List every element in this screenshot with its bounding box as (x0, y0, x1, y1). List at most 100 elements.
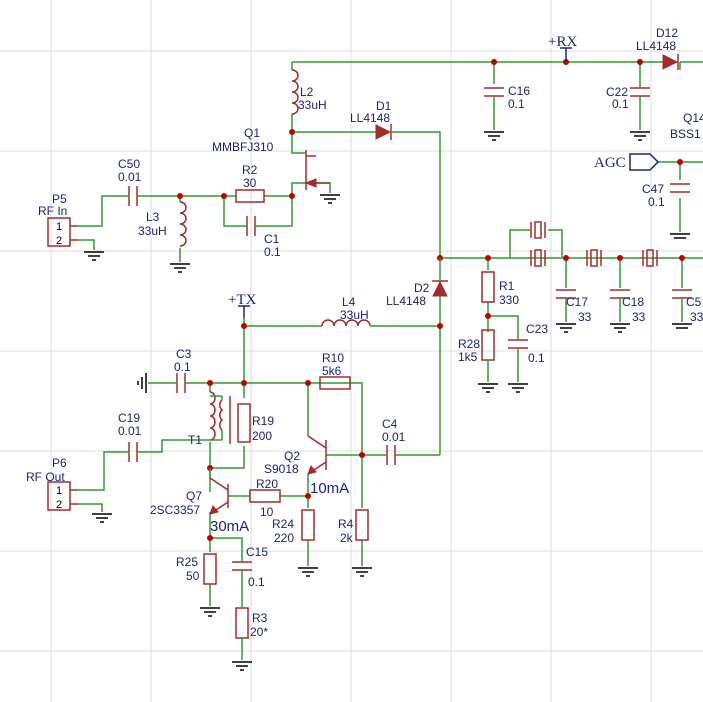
p5-ref: P5 (52, 192, 67, 206)
r20-ref: R20 (256, 477, 278, 491)
c5-ref: C5 (686, 295, 702, 309)
capacitor-c3 (172, 373, 190, 393)
c22-value: 0.1 (612, 97, 629, 111)
ground-p5 (84, 251, 104, 261)
l2-ref: L2 (300, 85, 314, 99)
capacitor-c22 (630, 84, 650, 104)
c15-value: 0.1 (248, 575, 265, 589)
r10-ref: R10 (322, 351, 344, 365)
c3-ref: C3 (176, 347, 192, 361)
filter-crystal-2 (586, 249, 602, 267)
diode-d12 (662, 54, 679, 70)
l2-value: 33uH (298, 98, 327, 112)
capacitor-c4 (382, 445, 400, 465)
q14-value: BSS1 (670, 127, 701, 141)
c17-ref: C17 (566, 295, 588, 309)
inductor-l4 (321, 319, 372, 327)
ground-r3 (232, 661, 252, 671)
capacitor-c50 (124, 186, 142, 206)
c18-value: 33 (632, 310, 646, 324)
net-agc-port (629, 153, 660, 171)
capacitor-c23 (508, 330, 528, 382)
ground-r24 (298, 567, 318, 577)
r19-ref: R19 (252, 414, 274, 428)
p5-name: RF In (38, 204, 67, 218)
resistor-r20 (249, 489, 281, 503)
r20-value: 10 (260, 505, 274, 519)
connector-p6 (47, 481, 78, 511)
net-rx-symbol (560, 47, 572, 62)
r3-value: 20* (250, 625, 268, 639)
r2-value: 30 (243, 176, 257, 190)
r24-value: 220 (274, 531, 294, 545)
q7-ref: Q7 (186, 489, 202, 503)
capacitor-c15 (232, 556, 252, 576)
r10-value: 5k6 (322, 364, 342, 378)
inductor-l2 (291, 69, 299, 115)
ground-c16 (484, 131, 504, 141)
diode-d1 (375, 124, 392, 140)
filter-crystal-1 (530, 249, 546, 267)
r1-ref: R1 (499, 279, 515, 293)
resistor-r4 (355, 509, 369, 541)
d1-value: LL4148 (350, 111, 390, 125)
d12-ref: D12 (656, 26, 678, 40)
q1-value: MMBFJ310 (212, 140, 274, 154)
c17-value: 33 (578, 310, 592, 324)
p6-pin-1: 1 (56, 485, 62, 497)
ground-l3 (170, 263, 190, 273)
c16-ref: C16 (508, 84, 530, 98)
c19-value: 0.01 (118, 424, 142, 438)
r1-value: 330 (499, 293, 519, 307)
transistor-q2 (307, 435, 327, 475)
p5-pin-1: 1 (56, 221, 62, 233)
r19-value: 200 (252, 429, 272, 443)
r24-ref: R24 (272, 517, 294, 531)
ground-c47 (670, 233, 690, 239)
net-tx-label: +TX (228, 292, 257, 308)
ground-c18 (610, 323, 630, 333)
p6-name: RF Out (26, 470, 65, 484)
resistor-r10 (319, 376, 351, 390)
capacitor-c47 (670, 183, 690, 193)
connector-p5 (47, 217, 78, 247)
ground-c22 (630, 131, 650, 141)
filter-crystal-3 (642, 249, 658, 267)
capacitor-c1 (242, 216, 260, 236)
c50-value: 0.01 (118, 170, 142, 184)
p6-pin-2: 2 (56, 499, 62, 511)
resistor-r3 (235, 604, 249, 642)
ground-r28 (478, 383, 498, 393)
q1-ref: Q1 (244, 126, 260, 140)
r25-value: 50 (186, 569, 200, 583)
resistor-r1 (481, 271, 495, 303)
c1-value: 0.1 (264, 245, 281, 259)
inductor-l3 (179, 201, 187, 247)
q7-current-label: 30mA (210, 518, 249, 535)
r4-value: 2k (340, 531, 354, 545)
filter-crystal-top (530, 221, 546, 239)
r3-ref: R3 (252, 611, 268, 625)
ground-c5 (672, 323, 692, 329)
net-tx-symbol (238, 305, 250, 318)
c19-ref: C19 (118, 411, 140, 425)
resistor-r25 (203, 553, 217, 585)
l3-value: 33uH (138, 224, 167, 238)
c4-ref: C4 (382, 417, 398, 431)
l3-ref: L3 (146, 210, 160, 224)
t1-ref: T1 (188, 433, 202, 447)
p5-pin-2: 2 (56, 235, 62, 247)
r2-ref: R2 (242, 163, 258, 177)
c3-value: 0.1 (174, 360, 191, 374)
q7-value: 2SC3357 (150, 503, 200, 517)
transformer-t1 (204, 391, 231, 444)
l4-ref: L4 (342, 295, 356, 309)
resistor-r2 (235, 189, 265, 203)
c18-ref: C18 (622, 295, 644, 309)
capacitor-c19 (124, 442, 142, 462)
r4-ref: R4 (338, 517, 354, 531)
diode-d2 (432, 258, 448, 300)
r28-ref: R28 (458, 337, 480, 351)
